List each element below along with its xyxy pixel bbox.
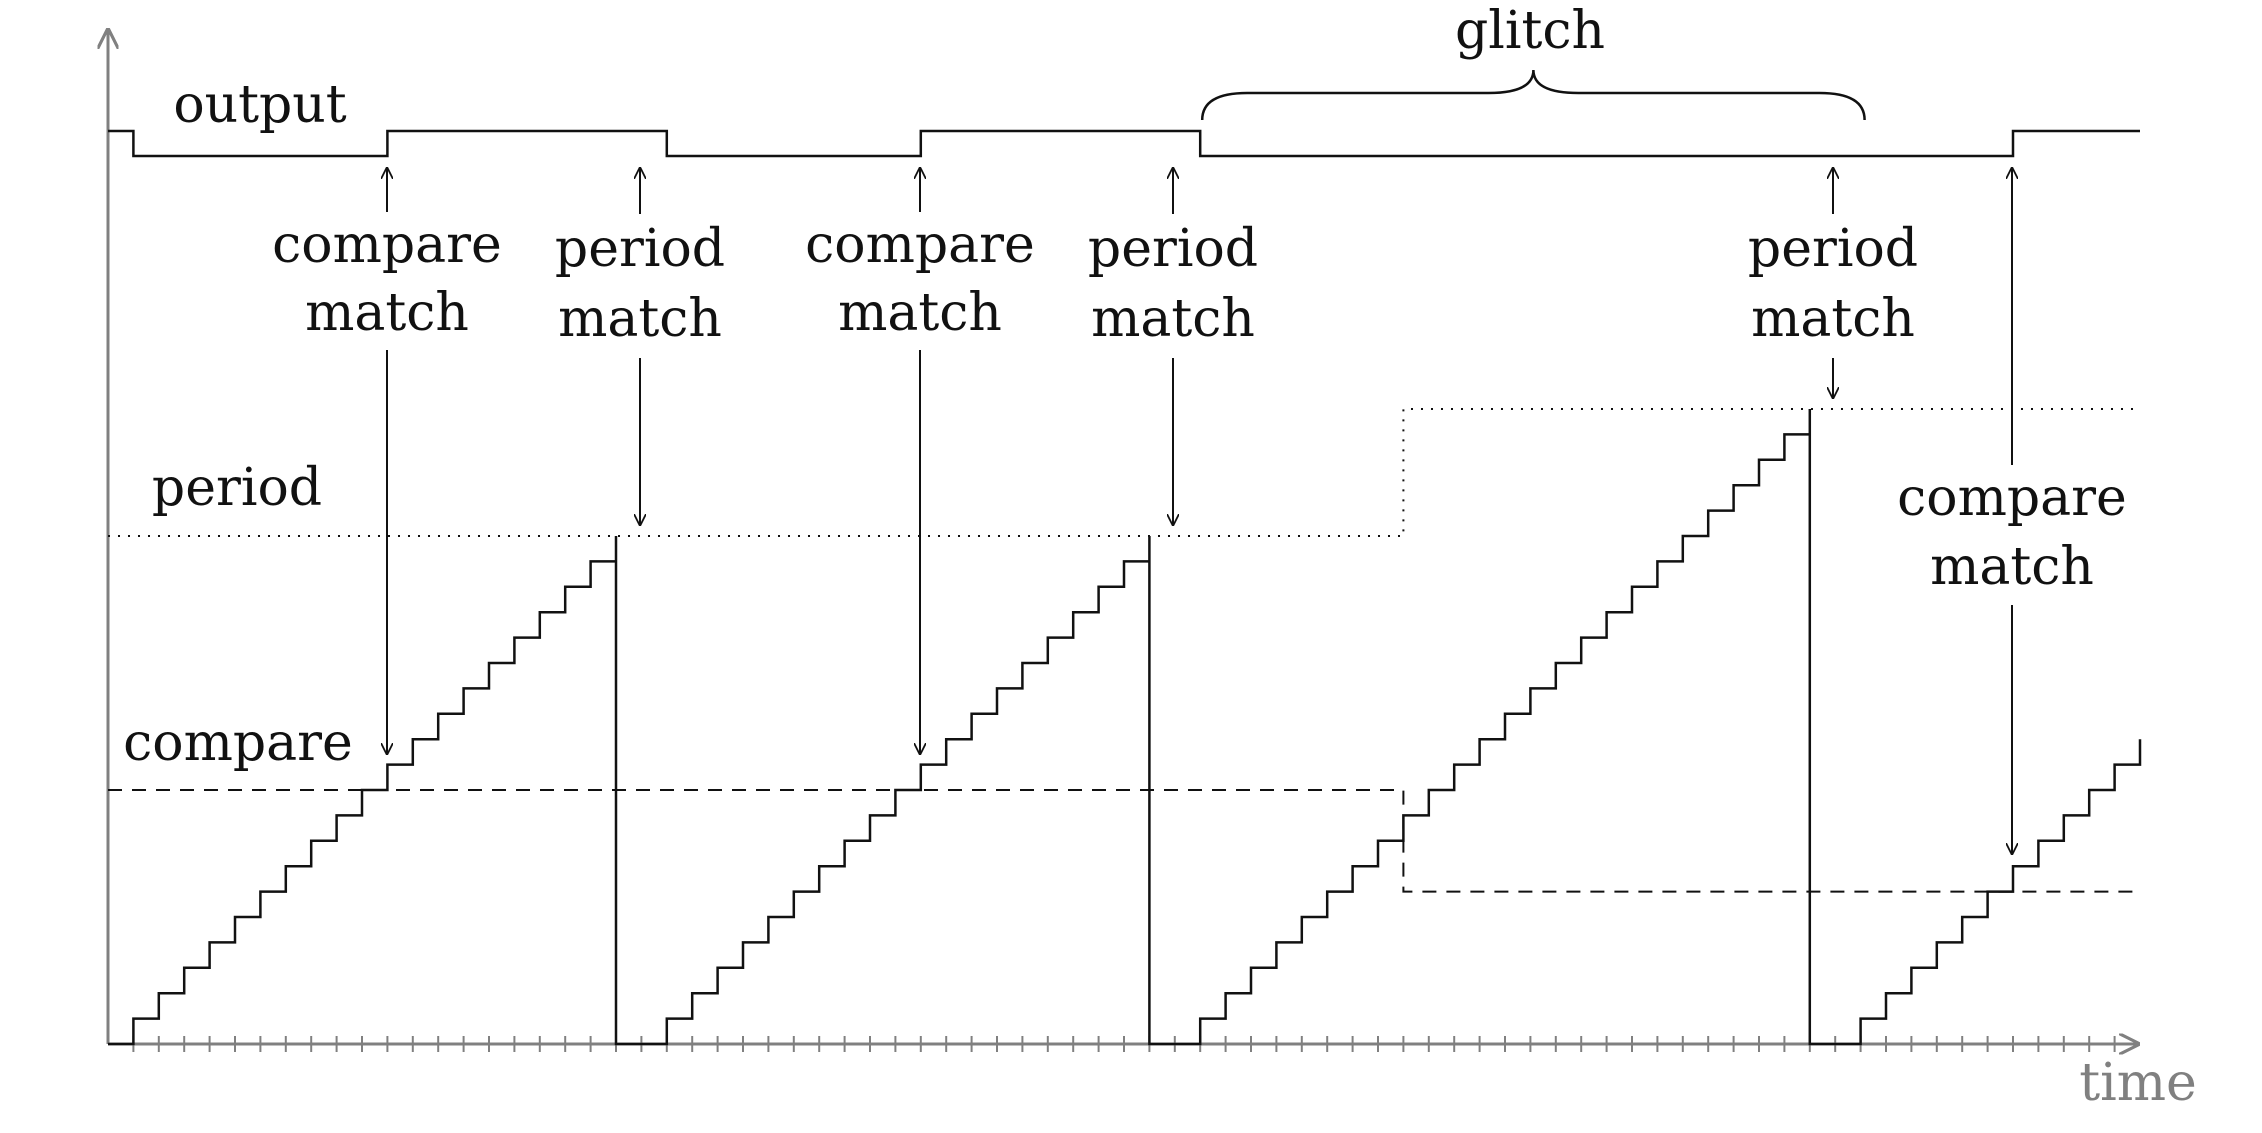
annotation-6-line1: compare — [1897, 468, 2127, 528]
annotation-arrows — [387, 167, 2012, 855]
compare-label: compare — [123, 713, 353, 773]
output-label: output — [173, 75, 346, 135]
annotation-4-line2: match — [1091, 289, 1255, 349]
output-signal — [108, 129, 2140, 158]
annotation-6-line2: match — [1930, 537, 2094, 597]
annotation-3-line2: match — [838, 283, 1002, 343]
time-axis-label: time — [2079, 1053, 2197, 1113]
annotation-1-line2: match — [305, 283, 469, 343]
glitch-brace — [1200, 69, 1866, 121]
annotation-2-line1: period — [555, 219, 725, 279]
annotation-5-line2: match — [1751, 289, 1915, 349]
axes: time — [108, 28, 2197, 1113]
period-level-line — [108, 408, 2140, 537]
counter-staircase — [108, 409, 2142, 1046]
annotation-5-line1: period — [1748, 219, 1918, 279]
reference-levels — [108, 408, 2140, 893]
annotation-3-line1: compare — [805, 215, 1035, 275]
compare-level-line — [108, 789, 2140, 893]
glitch-label: glitch — [1455, 1, 1605, 61]
annotation-texts: compare match period match compare match… — [272, 215, 2127, 597]
annotation-2-line2: match — [558, 289, 722, 349]
period-label: period — [152, 458, 322, 518]
annotation-4-line1: period — [1088, 219, 1258, 279]
annotation-1-line1: compare — [272, 215, 502, 275]
x-axis-ticks — [132, 1036, 2116, 1052]
